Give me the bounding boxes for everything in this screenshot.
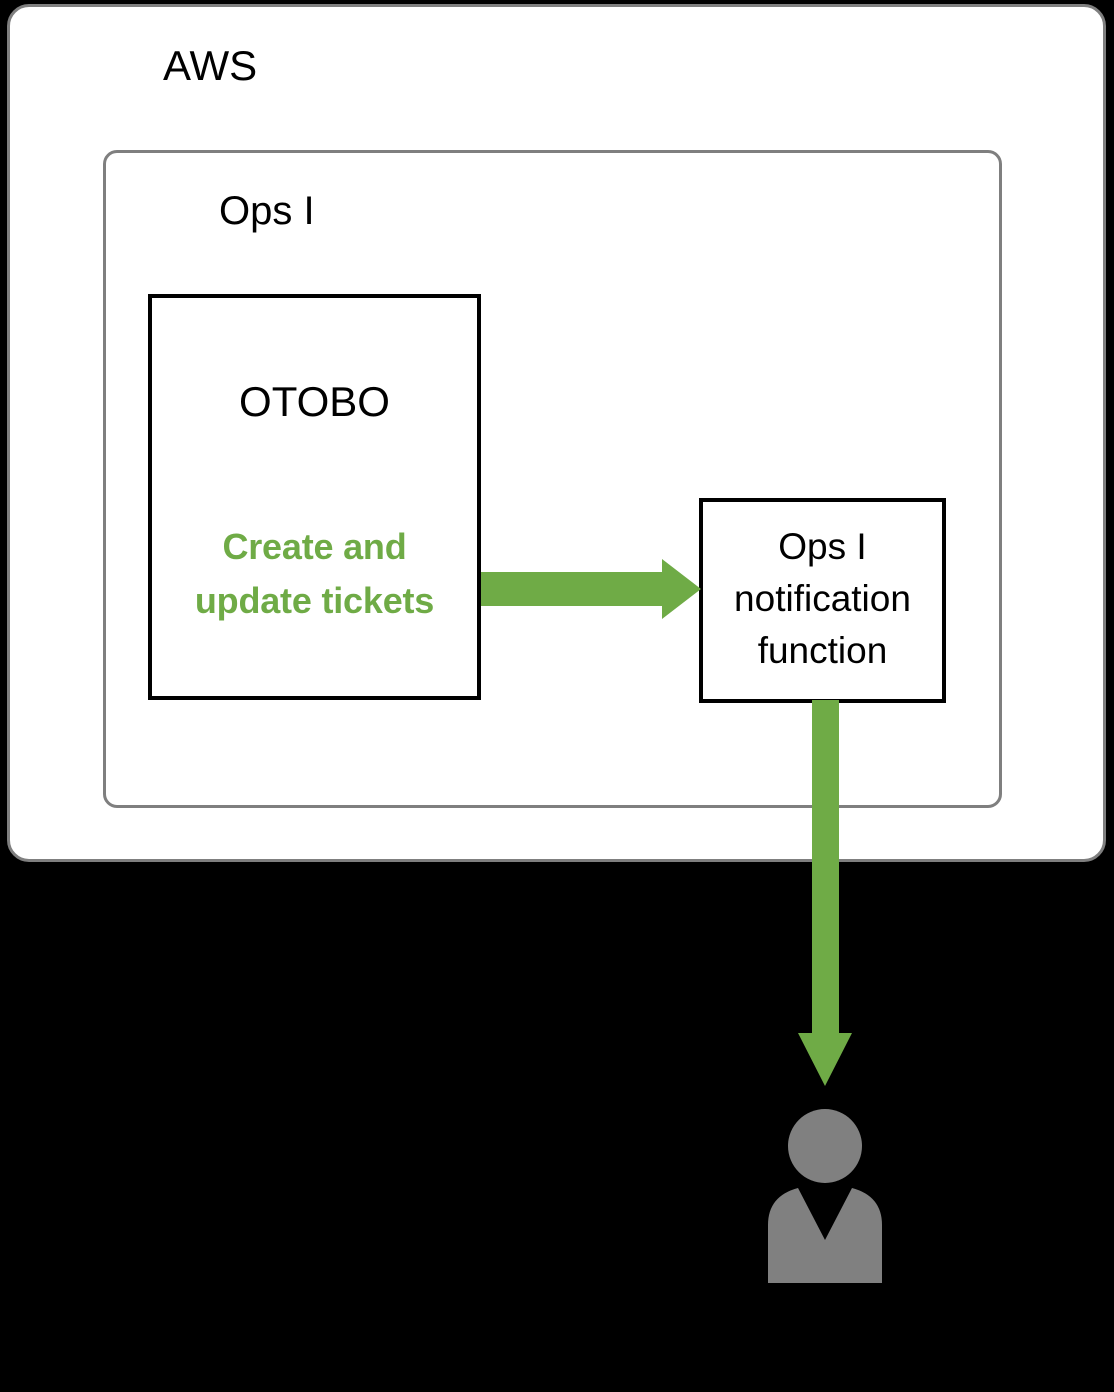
edge-label-line-1: Create and	[222, 526, 407, 567]
notification-label-line-3: function	[757, 630, 888, 671]
otobo-node[interactable]	[148, 294, 481, 700]
aws-container-label: AWS	[163, 42, 258, 89]
notification-label-line-1: Ops I	[778, 526, 867, 567]
notification-function-label: Ops I notification function	[699, 521, 946, 677]
user-person-icon	[768, 1109, 882, 1283]
notification-label-line-2: notification	[734, 578, 911, 619]
edge-label-line-2: update tickets	[194, 580, 435, 621]
otobo-node-label: OTOBO	[239, 378, 390, 425]
opsi-container-label: Ops I	[219, 189, 315, 233]
create-update-tickets-edge-label: Create and update tickets	[148, 520, 481, 628]
